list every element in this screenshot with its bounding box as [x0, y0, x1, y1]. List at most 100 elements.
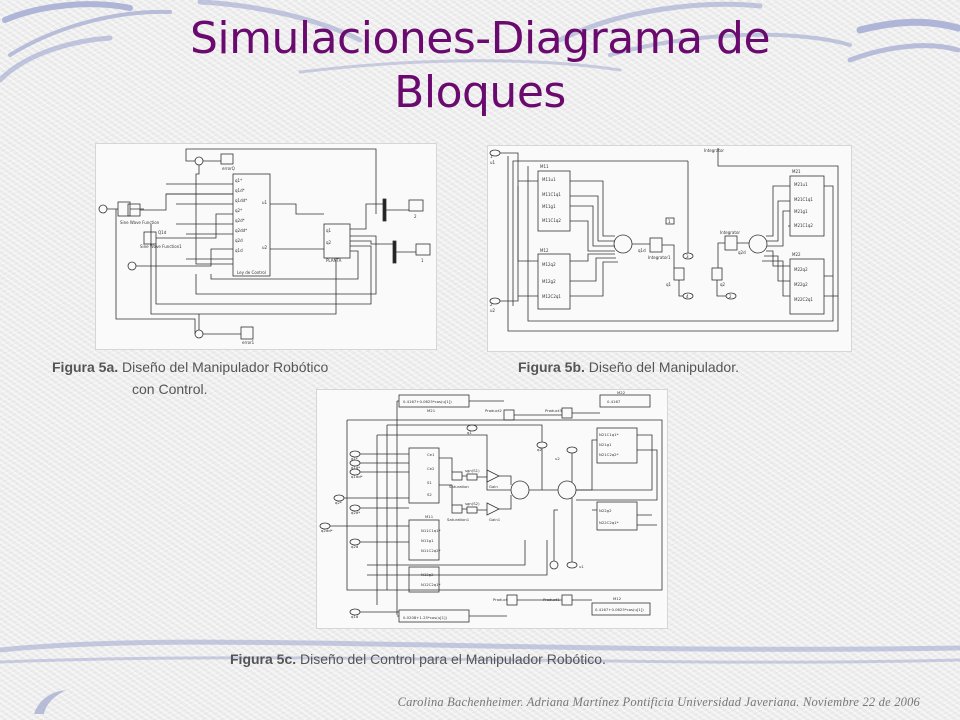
port-a-4: q2d* [235, 218, 245, 223]
c-saturation: Saturation [449, 484, 469, 489]
b-u1: u1 [490, 160, 496, 165]
c-sgn1: sgn(S2) [465, 501, 480, 506]
c-in-1: q1d* [351, 465, 360, 470]
b-out2: 2 [729, 294, 732, 299]
b-q2d: q2d [738, 250, 746, 255]
c-n22-p1: N22C2q1* [599, 520, 619, 525]
c-in-2: q1dd* [351, 474, 363, 479]
figure-5a-diagram: Sine Wave Function Sine Wave Function1 Q… [95, 143, 437, 350]
c-in-4: q2d* [351, 510, 360, 515]
c-m22-val: 0.4167 [607, 399, 621, 404]
c-m12: M12 [613, 596, 622, 601]
b-q1d: q1d [638, 248, 646, 253]
c-bot-expr2: 0.4167+0.0625*cos(u[1]) [595, 607, 644, 612]
caption-5a-text: Diseño del Manipulador Robótico [118, 359, 329, 375]
b-integrator: Integrator [720, 230, 740, 235]
caption-figure-5c: Figura 5c. Diseño del Control para el Ma… [230, 648, 790, 670]
b-m11-p1: M11C1q1 [542, 192, 561, 197]
c-n21-p0: N21C1q1* [599, 432, 619, 437]
b-m21-p2: M21g1 [794, 209, 808, 214]
figure-5b-diagram: 1 u1 2 u2 M11 M11u1 M11C1q1 M11g1 M11C1q… [487, 145, 852, 352]
c-u2: u2 [555, 456, 560, 461]
c-in-8: q1 [467, 430, 472, 435]
c-m21: M21 [427, 408, 436, 413]
c-sgn: sgn(S1) [465, 468, 480, 473]
b-out3: 3 [686, 254, 689, 259]
c-product1: Product1 [543, 597, 560, 602]
slide-title: Simulaciones-Diagrama de Bloques [189, 13, 771, 118]
port-a-7: q1d [235, 248, 243, 253]
slide-footer: Carolina Bachenheimer. Adriana Martínez … [397, 695, 920, 709]
c-product2: Product2 [485, 408, 502, 413]
caption-figure-5a: Figura 5a. Diseño del Manipulador Robóti… [52, 356, 432, 400]
c-s1: S1 [427, 480, 432, 485]
label-errorq: errorQ [222, 166, 235, 171]
caption-5c-bold: Figura 5c. [230, 651, 297, 667]
c-m22: M22 [617, 390, 626, 395]
c-in-5: q2dd* [321, 528, 333, 533]
c-top-expr: 0.4167+0.0625*cos(u[1]) [403, 399, 452, 404]
port-planta-q2: q2 [326, 240, 332, 245]
label-sine-wave-1: Sine Wave Function1 [140, 244, 182, 249]
c-ce2: Ce2 [427, 466, 435, 471]
b-q2: q2 [720, 282, 726, 287]
c-n21-p2: N21C2q2* [599, 452, 619, 457]
b-m11-p2: M11g1 [542, 204, 556, 209]
b-m21-p1: M21C1q1 [794, 197, 813, 202]
b-integrator1: Integrator1 [648, 255, 671, 260]
swoosh-logo-icon [34, 690, 66, 714]
c-product3: Product3 [545, 408, 562, 413]
label-scope-2: 2 [414, 214, 417, 219]
port-a-u2: u2 [262, 245, 268, 250]
b-m11-p3: M11C1q2 [542, 218, 561, 223]
c-in-6: q2d [351, 544, 359, 549]
b-m22: M22 [792, 252, 801, 257]
b-m11: M11 [540, 164, 549, 169]
label-sine-wave: Sine Wave Function [120, 220, 160, 225]
b-int-top: Integrator [704, 148, 724, 153]
c-s2: S2 [427, 492, 432, 497]
caption-5a-bold: Figura 5a. [52, 359, 119, 375]
c-gain: Gain [489, 484, 498, 489]
caption-5b-text: Diseño del Manipulador. [584, 359, 740, 375]
b-q1: q1 [666, 282, 672, 287]
b-m12: M12 [540, 248, 549, 253]
caption-5b-bold: Figura 5b. [518, 359, 585, 375]
b-m22-p1: M22g2 [794, 282, 808, 287]
port-a-5: q2dd* [235, 228, 247, 233]
b-in1: 1 [490, 154, 493, 159]
c-in-7: q1d [351, 614, 359, 619]
b-m21-p0: M21u1 [794, 182, 808, 187]
b-u2: u2 [490, 308, 496, 313]
port-planta-q1: q1 [326, 228, 332, 233]
label-ley-de-control: Ley de Control [237, 270, 266, 275]
c-n12-p1: N12C2q1* [421, 582, 441, 587]
c-n11-p1: N11g1 [421, 538, 434, 543]
label-q1d: Q1d [158, 230, 167, 235]
c-product: Product [493, 597, 508, 602]
label-error1: error1 [242, 340, 255, 345]
c-gain1: Gain1 [489, 517, 501, 522]
b-m12-p0: M12q2 [542, 262, 556, 267]
b-m22-p0: M22q2 [794, 267, 808, 272]
port-a-u1: u1 [262, 200, 268, 205]
c-in-0: q1* [351, 456, 358, 461]
c-n21-p1: N21g1 [599, 442, 612, 447]
label-planta: PLANTA [326, 258, 342, 263]
figure-5c-diagram: 0.4167+0.0625*cos(u[1]) M21 M22 0.4167 P… [316, 389, 668, 629]
c-in-3: q2* [335, 500, 342, 505]
caption-figure-5b: Figura 5b. Diseño del Manipulador. [518, 356, 838, 378]
label-scope-1: 1 [421, 258, 424, 263]
c-n22-p0: N22g2 [599, 508, 612, 513]
port-a-6: q2d [235, 238, 243, 243]
port-a-0: q1* [235, 178, 242, 183]
c-n12-p0: N12g2 [421, 572, 434, 577]
c-n11-p0: N11C1q1* [421, 528, 441, 533]
b-in2: 2 [490, 302, 493, 307]
c-in-9: q2 [537, 447, 542, 452]
port-a-1: q1d* [235, 188, 245, 193]
caption-5a-line2: con Control. [132, 381, 208, 397]
c-bot-expr: 0.0208+1.25*cos(u[1]) [403, 615, 447, 620]
b-out4: 4 [686, 294, 689, 299]
